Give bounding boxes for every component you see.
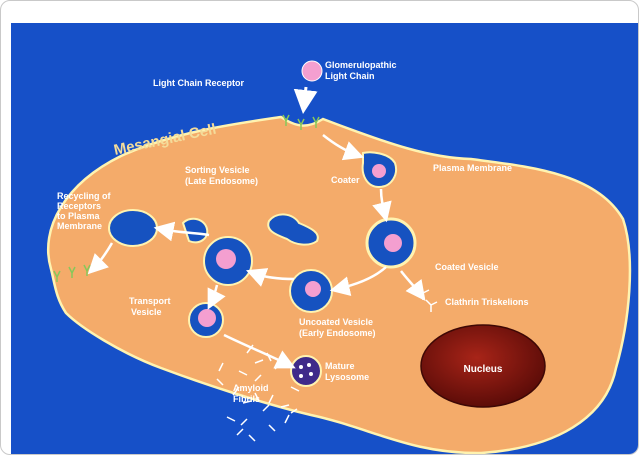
transport-vesicle-label-line2: Vesicle bbox=[131, 307, 162, 317]
recycling-label-line3: to Plasma bbox=[57, 211, 101, 221]
coater-label: Coater bbox=[331, 175, 360, 185]
glomerulopathic-label-line1: Glomerulopathic bbox=[325, 60, 397, 70]
glomerulopathic-label-line2: Light Chain bbox=[325, 71, 375, 81]
sorting-vesicle-label-line2: (Late Endosome) bbox=[185, 176, 258, 186]
clathrin-triskelions-label: Clathrin Triskelions bbox=[445, 297, 529, 307]
amyloid-label-line2: Fibrils bbox=[233, 394, 260, 404]
mature-lysosome-label-line1: Mature bbox=[325, 361, 355, 371]
entry-arrow bbox=[304, 87, 306, 105]
mature-lysosome-shape bbox=[291, 356, 321, 386]
uncoated-vesicle-label-line2: (Early Endosome) bbox=[299, 328, 376, 338]
recycling-label-line1: Recycling of bbox=[57, 191, 112, 201]
sorting-vesicle-label-line1: Sorting Vesicle bbox=[185, 165, 250, 175]
nucleus-label: Nucleus bbox=[464, 364, 503, 375]
endocytosis-diagram: Nucleus bbox=[11, 23, 638, 454]
coated-vesicle-ligand-icon bbox=[384, 234, 402, 252]
transport-vesicle-label-line1: Transport bbox=[129, 296, 171, 306]
sorting-vesicle-ligand-icon bbox=[216, 249, 236, 269]
coated-vesicle-label: Coated Vesicle bbox=[435, 262, 499, 272]
uncoated-vesicle-label-line1: Uncoated Vesicle bbox=[299, 317, 373, 327]
amyloid-label-line1: Amyloid bbox=[233, 383, 269, 393]
light-chain-receptor-label: Light Chain Receptor bbox=[153, 78, 244, 88]
mature-lysosome-label-line2: Lysosome bbox=[325, 372, 369, 382]
recycling-label-line4: Membrane bbox=[57, 221, 102, 231]
uncoated-vesicle-ligand-icon bbox=[305, 281, 321, 297]
plasma-membrane-label: Plasma Membrane bbox=[433, 163, 512, 173]
coater-ligand-icon bbox=[372, 164, 386, 178]
transport-vesicle-ligand-icon bbox=[198, 309, 216, 327]
glomerulopathic-light-chain-icon bbox=[302, 61, 322, 81]
recycling-vesicle-shape bbox=[109, 210, 157, 246]
recycling-label-line2: Receptors bbox=[57, 201, 101, 211]
